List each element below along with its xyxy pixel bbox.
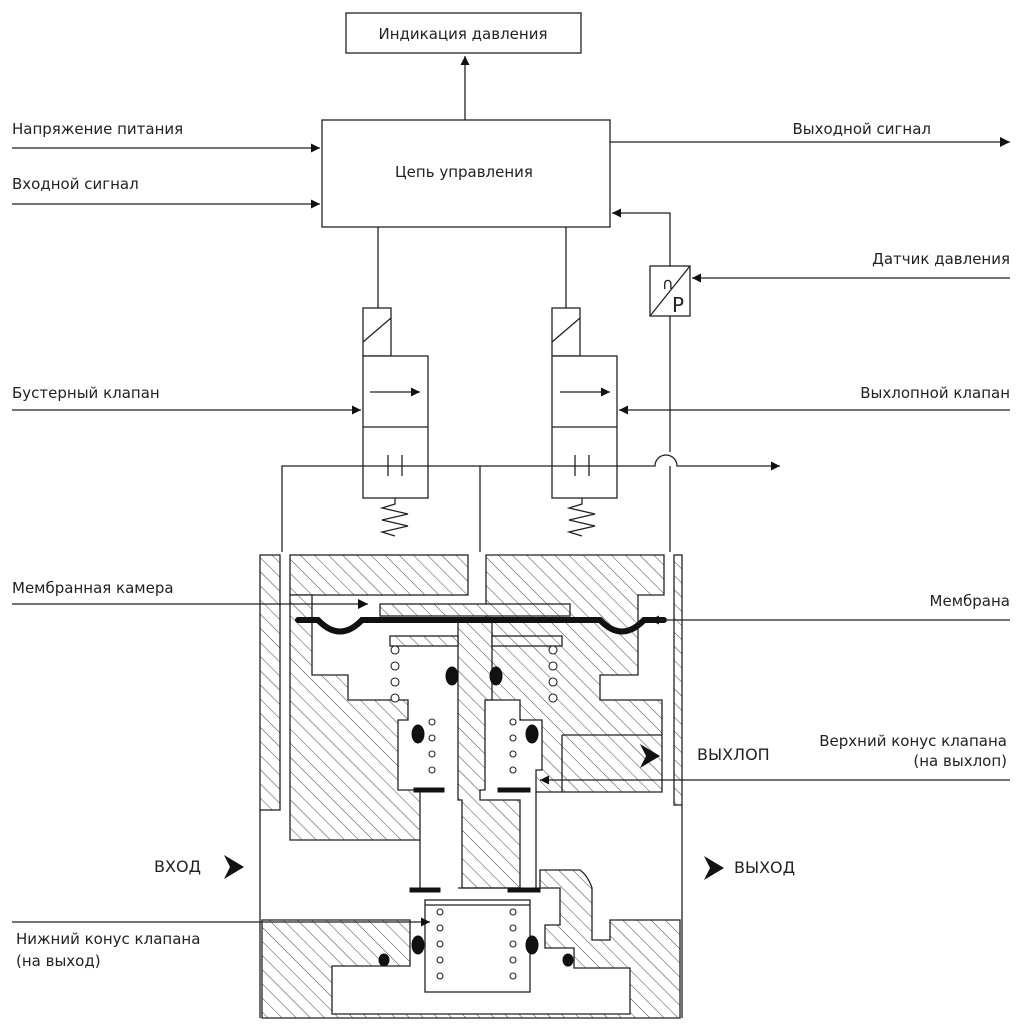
- membrane-line: [295, 617, 667, 635]
- control-circuit-box: [321, 119, 611, 228]
- outlet-port-arrowhead: [704, 856, 724, 880]
- exhaust-solenoid: [551, 307, 581, 357]
- control-circuit-label: Цепь управления: [395, 163, 533, 181]
- pressure-sensor-label: Датчик давления: [872, 250, 1010, 268]
- inlet-port-label: ВХОД: [154, 857, 201, 876]
- o-rings: [378, 666, 574, 967]
- exhaust-valve-label: Выхлопной клапан: [860, 384, 1010, 402]
- booster-solenoid: [362, 307, 392, 357]
- lower-cone-label-line2: (на выход): [16, 952, 101, 970]
- exhaust-port-arrowhead: [640, 744, 660, 768]
- pressure-indication-box: [345, 12, 582, 54]
- upper-cone-label-line1: Верхний конус клапана: [819, 732, 1007, 750]
- upper-spring-coils: [390, 645, 558, 774]
- sensor-feedback-line: [612, 213, 671, 552]
- booster-valve-label: Бустерный клапан: [12, 384, 160, 402]
- lower-cone-label-line1: Нижний конус клапана: [16, 930, 200, 948]
- outlet-port-label: ВЫХОД: [734, 858, 795, 877]
- lower-spring-coils: [436, 908, 517, 980]
- upper-cone-label-line2: (на выхлоп): [913, 752, 1007, 770]
- sensor-symbol-top: ∩: [662, 274, 674, 293]
- sensor-symbol-bottom: P: [672, 293, 684, 317]
- input-signal-label: Входной сигнал: [12, 175, 139, 193]
- exhaust-port-label: ВЫХЛОП: [697, 745, 770, 764]
- inlet-port-arrowhead: [224, 855, 244, 879]
- pressure-indication-label: Индикация давления: [379, 25, 548, 43]
- booster-spring: [379, 498, 409, 537]
- membrane-label: Мембрана: [930, 592, 1010, 610]
- supply-voltage-label: Напряжение питания: [12, 120, 183, 138]
- pneumatic-line: [281, 454, 780, 552]
- membrane-chamber-label: Мембранная камера: [12, 579, 174, 597]
- valve-body-section: [259, 554, 683, 1019]
- exhaust-spring: [566, 498, 596, 537]
- output-signal-label: Выходной сигнал: [792, 120, 931, 138]
